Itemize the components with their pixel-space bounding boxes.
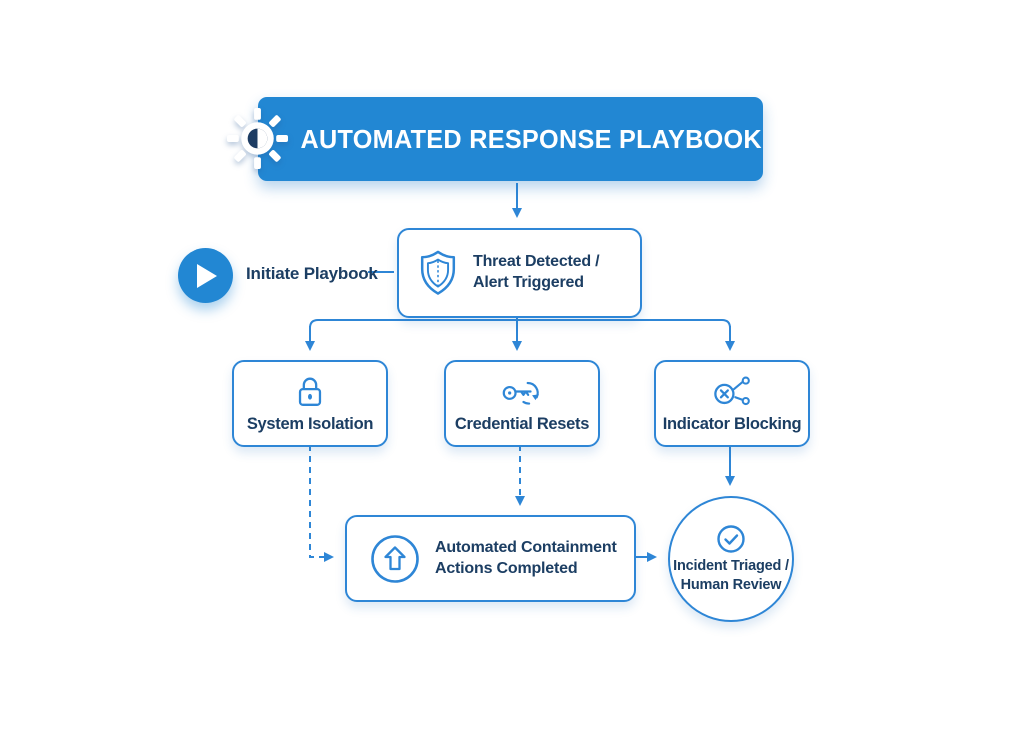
threat-label-line2: Alert Triggered (473, 274, 584, 291)
branch-horizontal-line (309, 319, 731, 330)
node-system-isolation: System Isolation (232, 360, 388, 447)
credential-resets-label: Credential Resets (454, 415, 590, 433)
containment-label-line1: Automated Containment (435, 538, 617, 556)
threat-label-line1: Threat Detected / (473, 253, 600, 271)
key-reset-icon (502, 381, 539, 405)
containment-label-line2: Actions Completed (435, 559, 578, 577)
arrow-up-circle-icon (371, 534, 419, 583)
node-containment-completed: Automated Containment Actions Completed (345, 515, 636, 602)
initiate-playbook-label: Initiate Playbook (246, 264, 378, 283)
check-circle-icon (717, 525, 745, 554)
page-title: AUTOMATED RESPONSE PLAYBOOK (300, 123, 762, 154)
system-isolation-label: System Isolation (246, 415, 374, 433)
node-incident-triaged: Incident Triaged / Human Review (668, 496, 794, 622)
play-icon (178, 248, 233, 303)
gear-icon (226, 107, 289, 170)
blocked-indicator-icon (714, 376, 750, 406)
triage-label-line2: Human Review (680, 576, 782, 593)
edge-isolation-containment (309, 445, 334, 562)
lock-icon (298, 377, 322, 406)
triage-label-line1: Incident Triaged / (673, 558, 789, 575)
header-banner: AUTOMATED RESPONSE PLAYBOOK (258, 97, 763, 181)
shield-icon (420, 250, 456, 295)
indicator-blocking-label: Indicator Blocking (662, 415, 802, 433)
node-threat-detected: Threat Detected / Alert Triggered (397, 228, 642, 318)
node-credential-resets: Credential Resets (444, 360, 600, 447)
node-indicator-blocking: Indicator Blocking (654, 360, 810, 447)
